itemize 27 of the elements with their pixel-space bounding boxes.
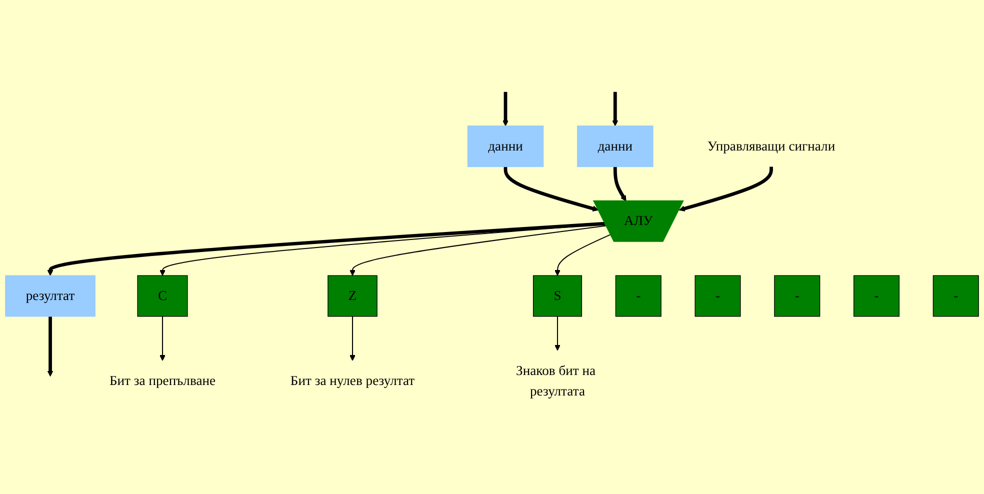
- node-text: Бит за препълване: [109, 374, 216, 389]
- node-box: S: [532, 275, 582, 317]
- node-box: Z: [328, 275, 378, 317]
- node-text: Бит за нулев резултат: [290, 374, 415, 389]
- arrow: [160, 224, 606, 276]
- arrow: [612, 92, 618, 126]
- arrow: [504, 166, 599, 212]
- node-box: -: [694, 275, 741, 317]
- arrow: [613, 166, 626, 202]
- node-box: данни: [577, 126, 654, 168]
- arrow: [554, 316, 560, 351]
- node-text: Знаков бит на резултата: [516, 363, 596, 399]
- arrow: [350, 225, 606, 276]
- node-box: -: [853, 275, 900, 317]
- node-text: Управляващи сигнали: [707, 138, 836, 154]
- arrow: [47, 222, 606, 276]
- arrow: [554, 234, 611, 276]
- node-box: данни: [467, 126, 544, 168]
- node-box: -: [615, 275, 662, 317]
- arrow: [350, 316, 356, 361]
- arrow: [47, 316, 54, 377]
- arrow: [502, 92, 508, 126]
- node-box: -: [774, 275, 820, 317]
- node-box: C: [137, 275, 188, 317]
- node-box: -: [932, 275, 979, 317]
- node-box: резултат: [5, 275, 96, 317]
- arrow: [160, 316, 166, 361]
